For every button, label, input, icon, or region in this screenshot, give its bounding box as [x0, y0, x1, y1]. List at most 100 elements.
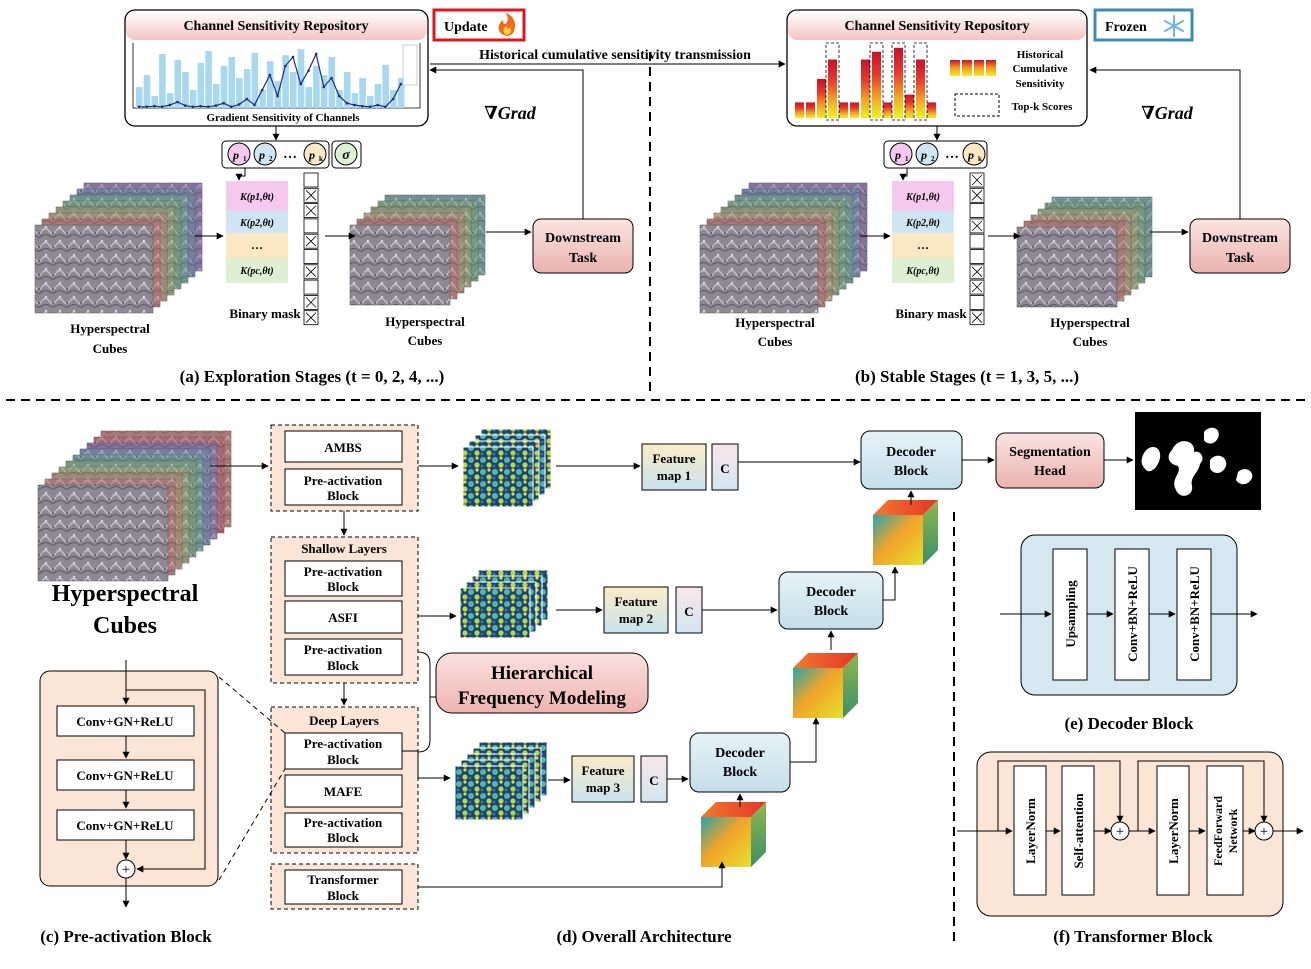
cube-top — [793, 653, 858, 668]
historical-bar — [861, 59, 870, 118]
update-label: Update — [444, 20, 488, 35]
concat-1 — [711, 443, 739, 491]
svg-text:Block: Block — [327, 752, 360, 767]
sensitivity-bar — [213, 84, 220, 108]
svg-text:p: p — [258, 148, 265, 162]
sensitivity-bar — [197, 63, 205, 108]
segmentation-head — [995, 432, 1105, 489]
conv-bn-relu-2 — [1176, 548, 1212, 681]
svg-text:Cubes: Cubes — [93, 613, 157, 639]
svg-text:Decoder: Decoder — [806, 585, 856, 600]
mask-cross — [971, 312, 983, 323]
ambs-block — [284, 430, 403, 463]
svg-text:Task: Task — [1226, 251, 1255, 266]
svg-text:+: + — [1260, 824, 1268, 840]
historical-bar — [927, 102, 936, 118]
svg-text:Conv+GN+ReLU: Conv+GN+ReLU — [76, 818, 174, 833]
mask-cross — [305, 190, 317, 201]
feature-map-1 — [641, 443, 707, 491]
caption-a: (a) Exploration Stages (t = 0, 2, 4, ...… — [180, 367, 445, 386]
frozen-label: Frozen — [1105, 20, 1147, 35]
sensitivity-bar — [159, 54, 166, 108]
binary-mask-b — [969, 172, 985, 326]
sensitivity-bar — [259, 90, 266, 108]
mask-cross — [305, 297, 317, 308]
hsi-cube-a-input — [34, 182, 203, 314]
transmission-label: Historical cumulative sensitivity transm… — [479, 48, 751, 63]
svg-text:Transformer: Transformer — [307, 872, 378, 887]
svg-text:+: + — [122, 862, 130, 878]
sensitivity-bar — [297, 49, 305, 108]
mask-cross — [305, 205, 317, 216]
feature-stack-1 — [462, 428, 552, 508]
sensitivity-bar — [313, 66, 320, 108]
panel-decoder: Upsampling Conv+BN+ReLU Conv+BN+ReLU (e)… — [1000, 534, 1258, 733]
sensitivity-bar — [243, 69, 251, 108]
svg-text:Sensitivity: Sensitivity — [1016, 78, 1065, 90]
svg-text:C: C — [649, 773, 658, 788]
svg-text:Decoder: Decoder — [886, 445, 936, 460]
historical-bar — [839, 102, 848, 118]
svg-text:Historical: Historical — [1017, 49, 1063, 61]
historical-bar — [872, 51, 881, 119]
cube-layer — [349, 224, 451, 306]
svg-text:Block: Block — [327, 658, 360, 673]
feature-map-3 — [571, 755, 635, 803]
svg-text:p: p — [920, 148, 927, 162]
hsi-cube-b-output — [1016, 196, 1153, 308]
panel-stable: Channel Sensitivity Repository Historica… — [699, 8, 1291, 386]
svg-text:p: p — [308, 148, 315, 162]
hsi-cube-b-input — [699, 182, 868, 314]
sensitivity-bar — [290, 72, 297, 108]
cube-layer — [34, 224, 154, 314]
historical-bar — [795, 102, 804, 118]
svg-text:K(p2,θt): K(p2,θt) — [239, 218, 274, 229]
feature-map-2 — [603, 586, 669, 634]
svg-text:K(pc,θt): K(pc,θt) — [905, 266, 939, 277]
repository-title-a: Channel Sensitivity Repository — [183, 19, 368, 34]
sensitivity-bar — [174, 60, 182, 108]
svg-text:Pre-activation: Pre-activation — [304, 564, 383, 579]
svg-text:Cubes: Cubes — [93, 341, 128, 356]
gradient-cube-3 — [701, 802, 766, 867]
svg-text:2: 2 — [931, 155, 935, 163]
mask-cell — [303, 218, 319, 234]
sensitivity-bar — [182, 72, 189, 108]
cube-side — [843, 653, 858, 718]
conv-bn-relu-1 — [1114, 548, 1150, 681]
mask-cell — [303, 279, 319, 295]
sensitivity-bar — [320, 75, 328, 108]
hfm-bracket — [417, 651, 431, 753]
hfm-box — [435, 652, 649, 714]
cube-front — [873, 515, 923, 565]
big-title: Hyperspectral — [52, 581, 199, 607]
sensitivity-bar — [343, 72, 351, 108]
panel-overall: Hyperspectral Cubes AMBS Pre-activation … — [37, 412, 1261, 946]
svg-text:Cumulative: Cumulative — [1013, 63, 1068, 75]
transformer-block — [284, 869, 403, 905]
svg-text:Pre-activation: Pre-activation — [304, 736, 383, 751]
sensitivity-bar — [189, 90, 197, 108]
feature-layer — [462, 446, 534, 508]
historical-bar — [916, 59, 925, 118]
cube-layer — [37, 484, 169, 582]
sensitivity-bar — [351, 93, 359, 108]
grad-label-b: ∇Grad — [1141, 103, 1194, 123]
kernel-stack-a: K(p1,θt) K(p2,θt) … K(pc,θt) — [226, 181, 288, 283]
panel-exploration: Channel Sensitivity Repository Gradient … — [34, 8, 634, 386]
historical-bar — [806, 102, 815, 118]
svg-text:K(p1,θt): K(p1,θt) — [239, 192, 274, 203]
hsi-cube-main — [37, 430, 232, 582]
segmentation-mask — [1135, 412, 1261, 510]
panel-transformer: LayerNorm Self-attention + LayerNorm Fee… — [957, 751, 1304, 946]
svg-text:Pre-activation: Pre-activation — [304, 473, 383, 488]
decoder-block-2 — [778, 571, 884, 630]
svg-text:Block: Block — [327, 579, 360, 594]
topk-frame — [825, 42, 840, 121]
gradient-cube-1 — [873, 500, 938, 565]
panel-preactivation: Conv+GN+ReLU Conv+GN+ReLU Conv+GN+ReLU +… — [39, 660, 286, 946]
gradient-cube-2 — [793, 653, 858, 718]
kernel-stack-b: K(p1,θt) K(p2,θt) … K(pc,θt) — [892, 181, 954, 283]
sensitivity-bar — [336, 90, 343, 108]
svg-text:p: p — [232, 148, 239, 162]
